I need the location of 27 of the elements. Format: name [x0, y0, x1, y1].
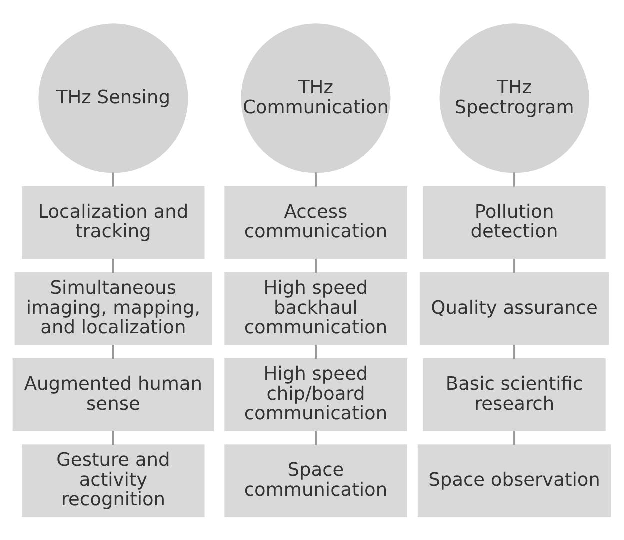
node-circle: THz Spectrogram — [440, 23, 590, 173]
connector — [314, 172, 317, 186]
node-box: Access communication — [224, 186, 408, 259]
node-box: Space observation — [418, 444, 612, 517]
connector — [112, 172, 114, 186]
node-box: Localization and tracking — [22, 186, 205, 259]
connector — [514, 258, 516, 273]
node-box: Augmented human sense — [12, 358, 214, 431]
node-circle: THz Sensing — [38, 23, 188, 173]
node-box: Space communication — [224, 444, 408, 517]
node-box: Simultaneous imaging, mapping, and localization — [14, 272, 212, 345]
connector — [112, 344, 114, 359]
connector — [314, 258, 317, 273]
node-box: Quality assurance — [420, 272, 610, 345]
connector — [314, 430, 317, 445]
connector — [112, 430, 114, 445]
node-circle: THz Communication — [241, 23, 391, 173]
node-box: Basic scientific research — [423, 358, 606, 431]
node-box: High speed backhaul communication — [224, 272, 408, 345]
connector — [514, 172, 516, 186]
node-box: High speed chip/board communication — [224, 358, 408, 431]
connector — [112, 258, 114, 273]
connector — [514, 344, 516, 359]
node-box: Pollution detection — [423, 186, 606, 259]
connector — [314, 344, 317, 359]
connector — [514, 430, 516, 445]
node-box: Gesture and activity recognition — [22, 444, 205, 517]
